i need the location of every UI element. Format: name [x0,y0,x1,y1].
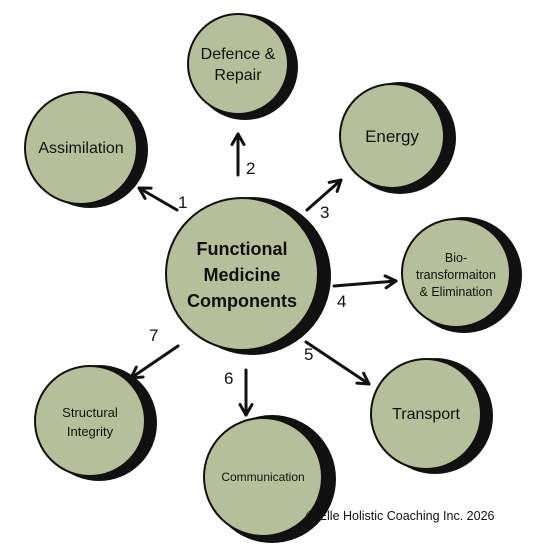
arrow-number-3: 3 [320,203,330,222]
node-energy-label: Energy [342,124,442,150]
node-transport-circle [370,358,493,474]
node-assimilation-label: Assimilation [22,137,140,161]
arrow-5 [304,340,371,386]
node-biotransformation-line: transformaiton [416,267,496,282]
arrow-1 [137,186,179,212]
node-structural-integrity-circle [34,365,157,481]
node-structural-integrity-label: Structural Integrity [35,402,145,442]
arrow-number-1: 1 [178,193,188,212]
arrow-number-4: 4 [337,292,347,311]
node-assimilation-circle [24,91,148,208]
node-biotransformation-circle [401,217,522,333]
node-center-label: Functional Medicine Components [170,234,314,316]
node-biotransformation-line: Bio- [444,250,468,265]
arrow-number-5: 5 [304,345,314,364]
node-assimilation-line: Assimilation [38,140,124,157]
node-transport-label: Transport [376,402,476,428]
node-biotransformation-line: & Elimination [419,284,493,299]
arrow-number-7: 7 [149,326,159,345]
node-center-line: Components [187,291,297,311]
node-center-line: Functional [196,239,288,259]
node-defence-repair-label: Defence & Repair [178,40,298,90]
node-communication-label: Communication [200,465,326,489]
node-center-line: Medicine [203,265,281,285]
node-structural-integrity-line: Structural [62,405,118,420]
node-defence-repair-line: Repair [214,67,262,84]
node-center-circle [165,197,331,355]
arrow-4 [332,274,398,290]
node-biotransformation-label: Bio- transformaiton & Elimination [400,246,512,304]
node-communication-line: Communication [221,470,305,484]
node-energy-line: Energy [365,127,419,146]
node-transport-line: Transport [392,406,460,423]
copyright-notice: © Elle Holistic Coaching Inc. 2026 [306,509,495,523]
node-defence-repair-line: Defence & [200,46,276,63]
arrow-number-2: 2 [246,159,256,178]
arrow-number-6: 6 [224,369,234,388]
arrow-3 [305,178,343,212]
node-defence-repair-circle [187,13,298,120]
node-energy-circle [339,82,456,194]
node-communication-circle [203,415,336,543]
node-structural-integrity-line: Integrity [66,424,114,439]
arrow-7 [129,344,180,380]
